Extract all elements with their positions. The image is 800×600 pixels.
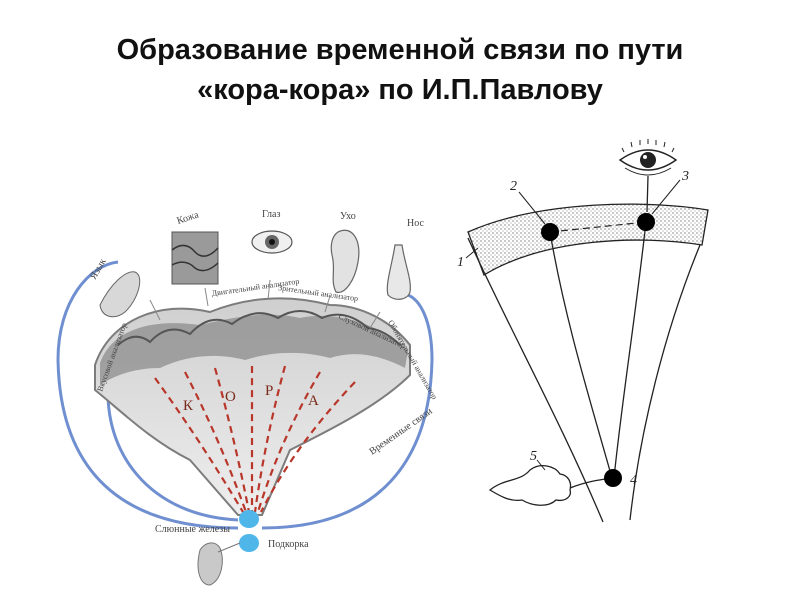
organ-label-tongue: Язык: [88, 257, 109, 282]
salivary-gland-label: Слюнные железы: [155, 524, 230, 535]
temporal-connection-dashed: [549, 221, 647, 233]
skin-icon-wave-2: [171, 261, 219, 272]
eye-organ-pupil: [269, 239, 275, 245]
skin-icon-wave: [171, 244, 219, 257]
gland-connector: [217, 542, 241, 553]
cortex-folds: [117, 310, 401, 346]
title-line-2: «кора-кора» по И.П.Павлову: [197, 74, 603, 106]
food-stimulus-icon: [488, 464, 572, 506]
cortex-letter-r: Р: [265, 383, 273, 399]
cortex-band: [100, 314, 408, 385]
leader-line-1: [465, 247, 479, 259]
tongue-icon: [99, 271, 141, 318]
cortex-fan-right-edge: [629, 244, 701, 521]
eye-to-node-line: [646, 175, 649, 213]
analyzer-separators: [149, 279, 381, 329]
title-line-1: Образование временной связи по пути: [116, 34, 684, 66]
leader-line-3: [651, 179, 681, 215]
marker-label-4: 4: [630, 473, 637, 488]
marker-label-5: 5: [530, 449, 537, 464]
cortex-letter-a: А: [308, 393, 319, 409]
node-2: [541, 223, 559, 241]
salivary-gland-icon: [197, 542, 223, 586]
cortex-letter-o: О: [225, 389, 236, 405]
marker-label-3: 3: [681, 169, 689, 184]
skin-icon: [171, 231, 219, 285]
slide-title: Образование временной связи по пути «кор…: [0, 30, 800, 110]
blue-loop-right: [261, 293, 434, 530]
marker-label-1: 1: [457, 255, 464, 270]
neuron-path-right: [613, 221, 647, 479]
nose-icon: [386, 244, 411, 300]
organ-label-eye: Глаз: [262, 209, 280, 220]
node-4: [604, 469, 622, 487]
organ-label-nose: Нос: [407, 218, 424, 229]
organ-label-ear: Ухо: [340, 211, 356, 222]
neuron-path-left: [549, 231, 613, 479]
leader-line-5: [536, 459, 546, 471]
subcortex-node-upper: [239, 510, 259, 528]
leader-line-2: [518, 191, 546, 225]
right-diagram: 1 2 3 4 5: [457, 139, 709, 523]
eye-stimulus-icon: [618, 139, 678, 176]
ear-icon: [330, 229, 360, 293]
subcortex-label: Подкорка: [268, 539, 309, 550]
cortex-letter-k: К: [183, 398, 194, 414]
organ-label-skin: Кожа: [176, 209, 201, 227]
temporal-links-label: Временные связи: [367, 406, 435, 458]
node-3: [637, 213, 655, 231]
temporal-link-lines: [154, 365, 356, 513]
blue-loop-outer: [56, 260, 239, 530]
left-diagram: К О Р А Слюнные железы Подкорка Временны…: [56, 209, 439, 586]
subcortex-node-lower: [239, 534, 259, 552]
marker-label-2: 2: [510, 179, 517, 194]
cortex-dotted-band: [467, 203, 709, 276]
